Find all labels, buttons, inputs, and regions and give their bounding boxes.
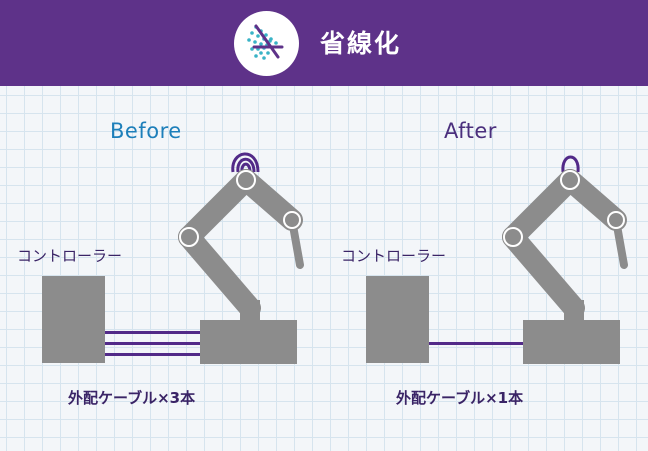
cable-routing-icon [247,24,284,60]
before-title: Before [110,119,182,143]
controller-box-before [42,276,105,363]
robot-base-after [523,320,620,364]
robot-arm-before [178,152,304,322]
external-cable-before-3 [105,353,200,356]
header-banner: 省線化 [0,0,648,86]
robot-arm-after [502,155,628,322]
controller-label-after: コントローラー [341,247,447,265]
robot-base-before [200,320,297,364]
logo-badge [234,11,299,76]
controller-box-after [366,276,429,363]
external-cable-before-1 [105,331,200,334]
cable-count-label-after: 外配ケーブル×1本 [396,389,524,407]
controller-label-before: コントローラー [17,247,123,265]
cable-count-label-before: 外配ケーブル×3本 [68,389,196,407]
after-title: After [444,119,497,143]
header-title: 省線化 [320,29,402,58]
external-cable-before-2 [105,342,200,345]
external-cable-after-1 [429,342,523,345]
